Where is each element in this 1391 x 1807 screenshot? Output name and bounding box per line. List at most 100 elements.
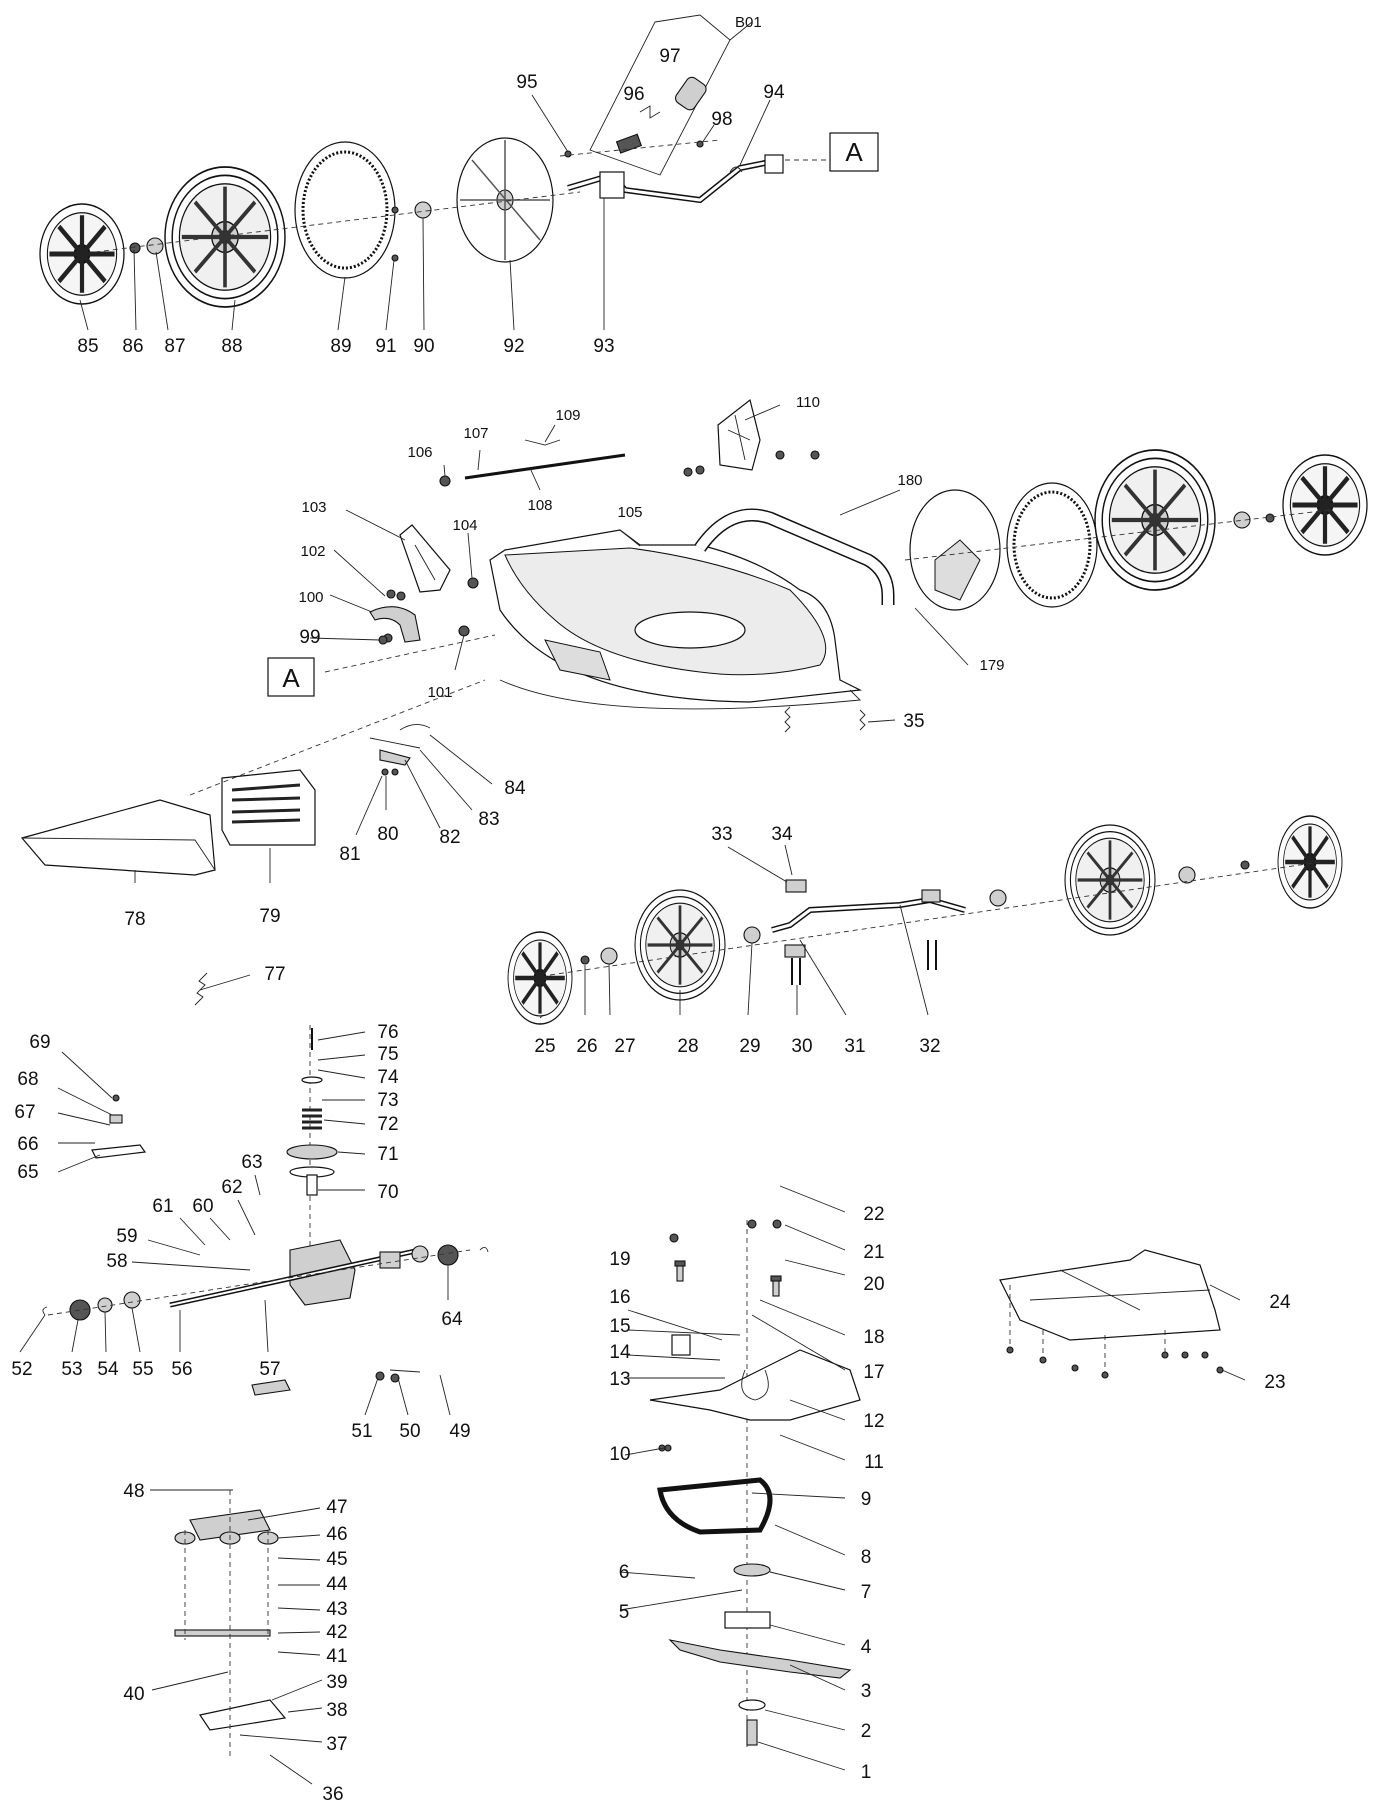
label-79: 79 xyxy=(259,906,280,927)
label-110: 110 xyxy=(796,394,820,411)
label-53: 53 xyxy=(61,1359,82,1380)
part-35-spring-a xyxy=(784,706,791,733)
label-179: 179 xyxy=(979,657,1004,674)
rear-hubcap-right xyxy=(1283,455,1367,555)
label-104: 104 xyxy=(452,517,477,534)
label-52: 52 xyxy=(11,1359,32,1380)
part-8-belt xyxy=(657,1477,773,1535)
label-40: 40 xyxy=(123,1684,144,1705)
label-90: 90 xyxy=(413,336,434,357)
gearbox-group xyxy=(42,1025,489,1396)
label-95: 95 xyxy=(516,72,537,93)
label-9: 9 xyxy=(861,1489,872,1510)
label-32: 32 xyxy=(919,1036,940,1057)
label-92: 92 xyxy=(503,336,524,357)
part-109-spring-clip xyxy=(524,439,561,446)
rear-wheel-right xyxy=(1095,450,1215,590)
label-78: 78 xyxy=(124,909,145,930)
label-44: 44 xyxy=(326,1574,348,1595)
reference-box-a-top: A xyxy=(829,132,879,172)
label-29: 29 xyxy=(739,1036,760,1057)
label-91: 91 xyxy=(375,336,396,357)
part-90-bearing xyxy=(414,201,432,219)
label-89: 89 xyxy=(330,336,351,357)
label-43: 43 xyxy=(326,1599,347,1620)
part-79-bag-frame xyxy=(221,769,316,846)
part-82-hinge xyxy=(379,749,411,766)
part-85-hubcap xyxy=(40,204,124,304)
label-84: 84 xyxy=(504,778,526,799)
grass-bag-group xyxy=(20,679,486,876)
label-11: 11 xyxy=(864,1452,884,1473)
label-25: 25 xyxy=(534,1036,555,1057)
label-14: 14 xyxy=(609,1342,631,1363)
label-82: 82 xyxy=(439,827,460,848)
label-36: 36 xyxy=(322,1784,343,1805)
svg-text:A: A xyxy=(282,663,300,693)
svg-text:A: A xyxy=(845,137,863,167)
label-31: 31 xyxy=(844,1036,865,1057)
part-2-washer xyxy=(738,1699,766,1711)
label-22: 22 xyxy=(863,1204,884,1225)
part-72-spring xyxy=(302,1108,322,1130)
part-108-rod xyxy=(464,453,626,480)
label-98: 98 xyxy=(711,109,732,130)
label-70: 70 xyxy=(377,1182,398,1203)
label-74: 74 xyxy=(377,1067,399,1088)
blade-group xyxy=(649,1219,861,1750)
label-39: 39 xyxy=(326,1672,347,1693)
label-49: 49 xyxy=(449,1421,470,1442)
label-41: 41 xyxy=(326,1646,347,1667)
label-51: 51 xyxy=(351,1421,372,1442)
part-89-gear-ring xyxy=(294,141,396,279)
label-8: 8 xyxy=(861,1547,872,1568)
part-4-blade-holder xyxy=(724,1611,771,1629)
label-108: 108 xyxy=(527,497,552,514)
label-24: 24 xyxy=(1269,1292,1291,1313)
reference-box-a-mid: A xyxy=(267,657,315,697)
label-67: 67 xyxy=(14,1102,35,1123)
part-1-bolt xyxy=(746,1719,758,1746)
part-92-wheel-cover xyxy=(456,137,554,263)
label-61: 61 xyxy=(152,1196,173,1217)
label-12: 12 xyxy=(863,1411,884,1432)
part-179-cover xyxy=(909,489,1001,611)
label-93: 93 xyxy=(593,336,614,357)
label-20: 20 xyxy=(863,1274,884,1295)
part-77-spring xyxy=(194,972,208,1006)
label-21: 21 xyxy=(863,1242,884,1263)
label-15: 15 xyxy=(609,1316,630,1337)
label-57: 57 xyxy=(259,1359,280,1380)
label-66: 66 xyxy=(17,1134,38,1155)
label-65: 65 xyxy=(17,1162,38,1183)
part-93-height-adjuster xyxy=(567,154,784,204)
part-84-spring xyxy=(399,724,431,731)
label-47: 47 xyxy=(326,1497,347,1518)
part-96-spring xyxy=(639,105,661,119)
label-103: 103 xyxy=(301,499,326,516)
deck-group xyxy=(324,398,1367,733)
label-71: 71 xyxy=(377,1144,398,1165)
label-62: 62 xyxy=(221,1177,242,1198)
label-54: 54 xyxy=(97,1359,119,1380)
label-83: 83 xyxy=(478,809,499,830)
part-3-blade xyxy=(668,1639,852,1679)
label-55: 55 xyxy=(132,1359,153,1380)
part-97-grip xyxy=(675,76,707,111)
label-109: 109 xyxy=(555,407,580,424)
part-7-pulley xyxy=(733,1563,771,1577)
part-106-nut xyxy=(439,475,451,487)
label-6: 6 xyxy=(619,1562,630,1583)
label-7: 7 xyxy=(861,1582,872,1603)
label-88: 88 xyxy=(221,336,242,357)
part-88-wheel xyxy=(165,167,285,307)
part-94-clip xyxy=(729,166,743,173)
label-73: 73 xyxy=(377,1090,398,1111)
part-96-latch xyxy=(615,133,643,154)
label-13: 13 xyxy=(609,1369,630,1390)
label-1: 1 xyxy=(861,1762,872,1783)
label-60: 60 xyxy=(192,1196,213,1217)
part-35-spring-b xyxy=(859,709,866,731)
label-19: 19 xyxy=(609,1249,630,1270)
